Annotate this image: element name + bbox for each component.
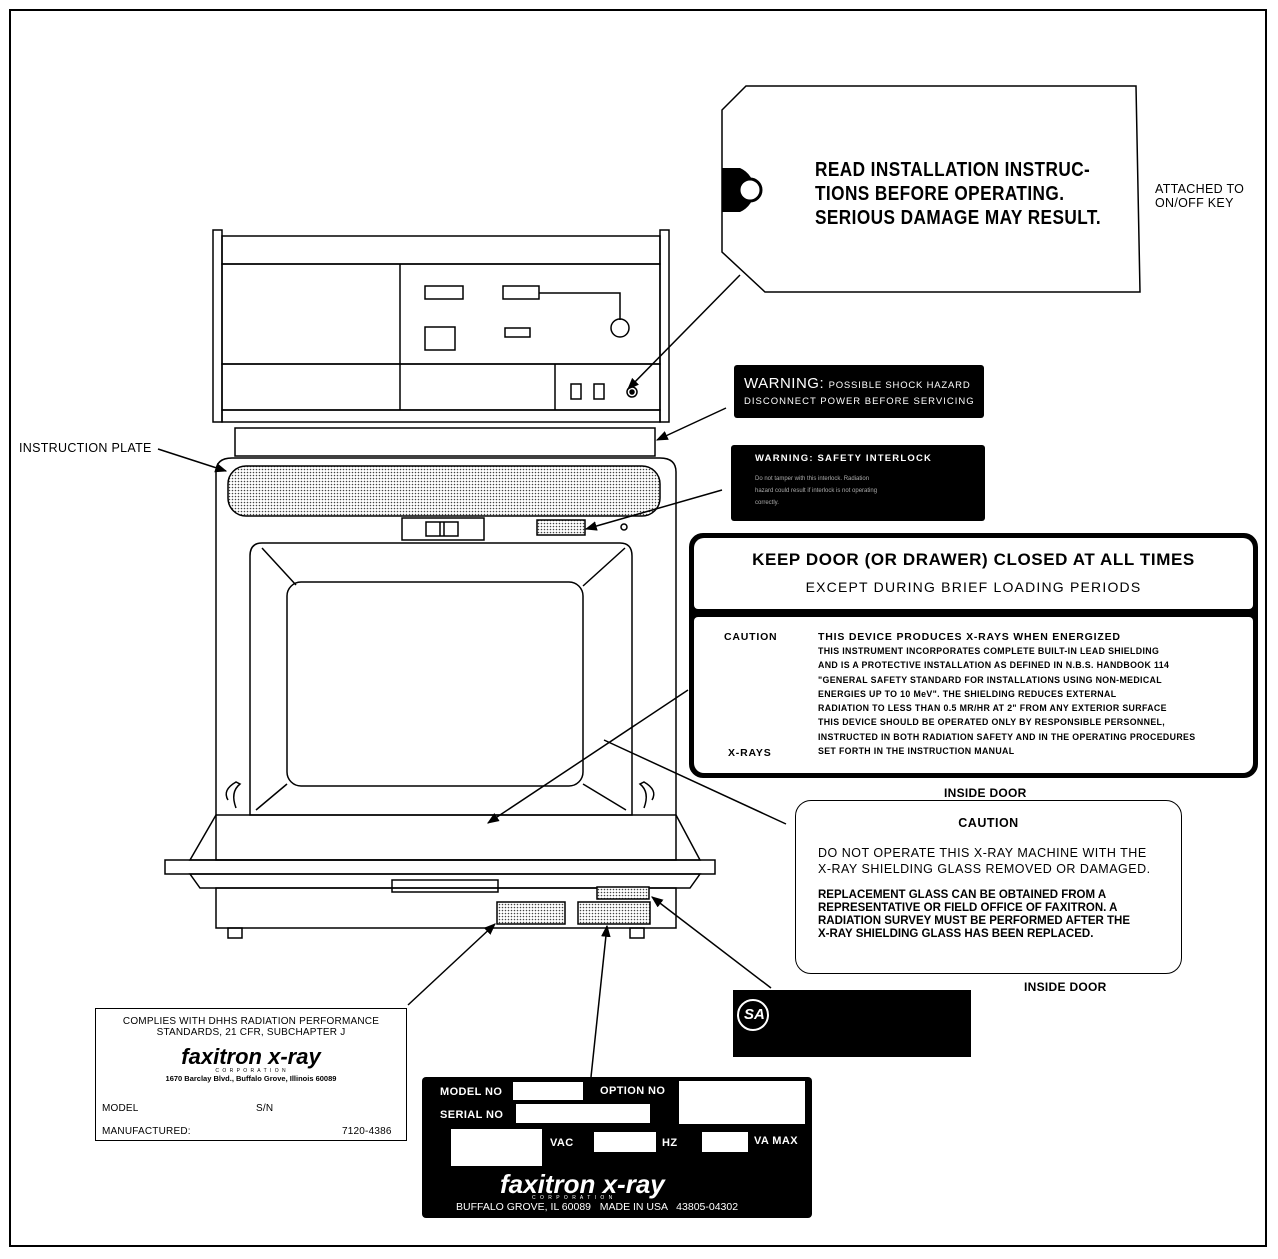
tag-line: TIONS BEFORE OPERATING. [815,183,1065,205]
brand-sub: C O R P O R A T I O N [532,1195,614,1201]
dhhs-statement: COMPLIES WITH DHHS RADIATION PERFORMANCE… [96,1016,406,1038]
caution-line: RADIATION SURVEY MUST BE PERFORMED AFTER… [818,915,1131,927]
radiation-line: INSTRUCTED IN BOTH RADIATION SAFETY AND … [818,731,1196,742]
radiation-line: THIS INSTRUMENT INCORPORATES COMPLETE BU… [818,646,1160,656]
radiation-warning-panel: CAUTION X-RAYS THIS DEVICE PRODUCES X-RA… [694,617,1253,773]
control-unit [212,229,670,457]
warning-title: WARNING: [744,375,825,392]
dhhs-sn: S/N [256,1103,274,1114]
vac-field [451,1129,542,1166]
warning-detail: DISCONNECT POWER BEFORE SERVICING [744,396,975,407]
caution-line: X-RAY SHIELDING GLASS HAS BEEN REPLACED. [818,928,1094,940]
caution-line: REPRESENTATIVE OR FIELD OFFICE OF FAXITR… [818,902,1118,914]
radiation-line: SET FORTH IN THE INSTRUCTION MANUAL [818,746,1015,757]
note-line: ATTACHED TO [1155,182,1245,196]
caution-word: CAUTION [724,631,778,643]
cabinet-body [164,457,716,939]
caution-glass-para1: DO NOT OPERATE THIS X-RAY MACHINE WITH T… [818,845,1151,877]
caution-line: DO NOT OPERATE THIS X-RAY MACHINE WITH T… [818,846,1147,860]
interlock-body: Do not tamper with this interlock. Radia… [755,473,877,509]
serial-no-label: SERIAL NO [440,1109,504,1121]
interlock-line: hazard could result if interlock is not … [755,488,878,494]
model-nameplate: MODEL NO OPTION NO SERIAL NO VAC HZ VA M… [422,1077,812,1218]
hz-label: HZ [662,1137,678,1149]
warning-interlock-label: WARNING: SAFETY INTERLOCK Do not tamper … [731,445,985,521]
model-no-field [513,1082,583,1100]
model-no-label: MODEL NO [440,1086,503,1098]
caution-line: X-RAY SHIELDING GLASS REMOVED OR DAMAGED… [818,862,1151,876]
dhhs-line: STANDARDS, 21 CFR, SUBCHAPTER J [156,1027,346,1038]
xrays-symbol-label: X-RAYS [728,747,772,759]
plate-footer: BUFFALO GROVE, IL 60089 MADE IN USA 4380… [456,1201,739,1213]
radiation-line: "GENERAL SAFETY STANDARD FOR INSTALLATIO… [818,674,1162,685]
leader-lines [157,274,787,1078]
warning-subtitle: POSSIBLE SHOCK HAZARD [828,380,971,391]
tag-line: SERIOUS DAMAGE MAY RESULT. [815,207,1102,229]
va-max-label: VA MAX [754,1135,798,1147]
caution-line: REPLACEMENT GLASS CAN BE OBTAINED FROM A [818,889,1107,901]
interlock-title: WARNING: SAFETY INTERLOCK [755,453,933,464]
tag-line: READ INSTALLATION INSTRUC- [815,159,1091,181]
csa-logo-box [733,990,971,1057]
radiation-line: RADIATION TO LESS THAN 0.5 MR/HR AT 2" F… [818,703,1167,714]
brand-left: faxitron [500,1169,596,1199]
faxitron-logo: faxitron x-ray [96,1046,406,1068]
dhhs-model: MODEL [102,1103,139,1114]
radiation-line: THIS DEVICE SHOULD BE OPERATED ONLY BY R… [818,717,1166,728]
vac-label: VAC [550,1137,574,1149]
brand-sub: C O R P O R A T I O N [215,1068,287,1074]
dhhs-compliance-label: COMPLIES WITH DHHS RADIATION PERFORMANCE… [95,1008,407,1141]
dhhs-manufactured: MANUFACTURED: [102,1126,191,1137]
brand-left: faxitron [181,1044,262,1069]
keep-door-heading: KEEP DOOR (OR DRAWER) CLOSED AT ALL TIME… [752,550,1195,569]
keep-door-header: KEEP DOOR (OR DRAWER) CLOSED AT ALL TIME… [694,538,1253,609]
page-border [9,9,1267,1247]
option-no-field [679,1081,805,1124]
tag-attached-note: ATTACHED TO ON/OFF KEY [1155,182,1244,210]
radiation-headline: THIS DEVICE PRODUCES X-RAYS WHEN ENERGIZ… [818,631,1121,643]
brand-right: x-ray [268,1044,321,1069]
hz-field [594,1132,656,1152]
brand-right: x-ray [602,1169,665,1199]
warning-tag [721,85,1141,293]
tag-text: READ INSTALLATION INSTRUC- TIONS BEFORE … [815,158,1101,230]
option-no-label: OPTION NO [600,1085,666,1097]
caution-glass-para2: REPLACEMENT GLASS CAN BE OBTAINED FROM A… [818,889,1130,941]
keep-door-subheading: EXCEPT DURING BRIEF LOADING PERIODS [805,579,1142,595]
instruction-plate-label: INSTRUCTION PLATE [19,441,152,455]
radiation-line: ENERGIES UP TO 10 MeV". THE SHIELDING RE… [818,688,1117,699]
dhhs-part-number: 7120-4386 [342,1126,392,1137]
va-max-field [702,1132,748,1152]
warning-shock-label: WARNING: POSSIBLE SHOCK HAZARD DISCONNEC… [734,365,984,418]
caution-glass-location: INSIDE DOOR [1024,980,1107,994]
dhhs-line: COMPLIES WITH DHHS RADIATION PERFORMANCE [122,1016,380,1027]
serial-no-field [516,1104,650,1123]
csa-logo-text: SA [744,1006,765,1023]
radiation-line: AND IS A PROTECTIVE INSTALLATION AS DEFI… [818,660,1170,671]
dhhs-address: 1670 Barclay Blvd., Buffalo Grove, Illin… [165,1074,337,1083]
caution-glass-label: CAUTION DO NOT OPERATE THIS X-RAY MACHIN… [795,800,1182,974]
note-line: ON/OFF KEY [1155,196,1234,210]
keep-door-location: INSIDE DOOR [944,786,1027,800]
caution-glass-title: CAUTION [958,816,1019,830]
faxitron-logo: faxitron x-ray [500,1171,665,1197]
interlock-line: Do not tamper with this interlock. Radia… [755,476,870,482]
interlock-line: correctly. [755,500,779,506]
keep-door-closed-label: KEEP DOOR (OR DRAWER) CLOSED AT ALL TIME… [689,533,1258,778]
radiation-body: THIS INSTRUMENT INCORPORATES COMPLETE BU… [818,644,1195,758]
